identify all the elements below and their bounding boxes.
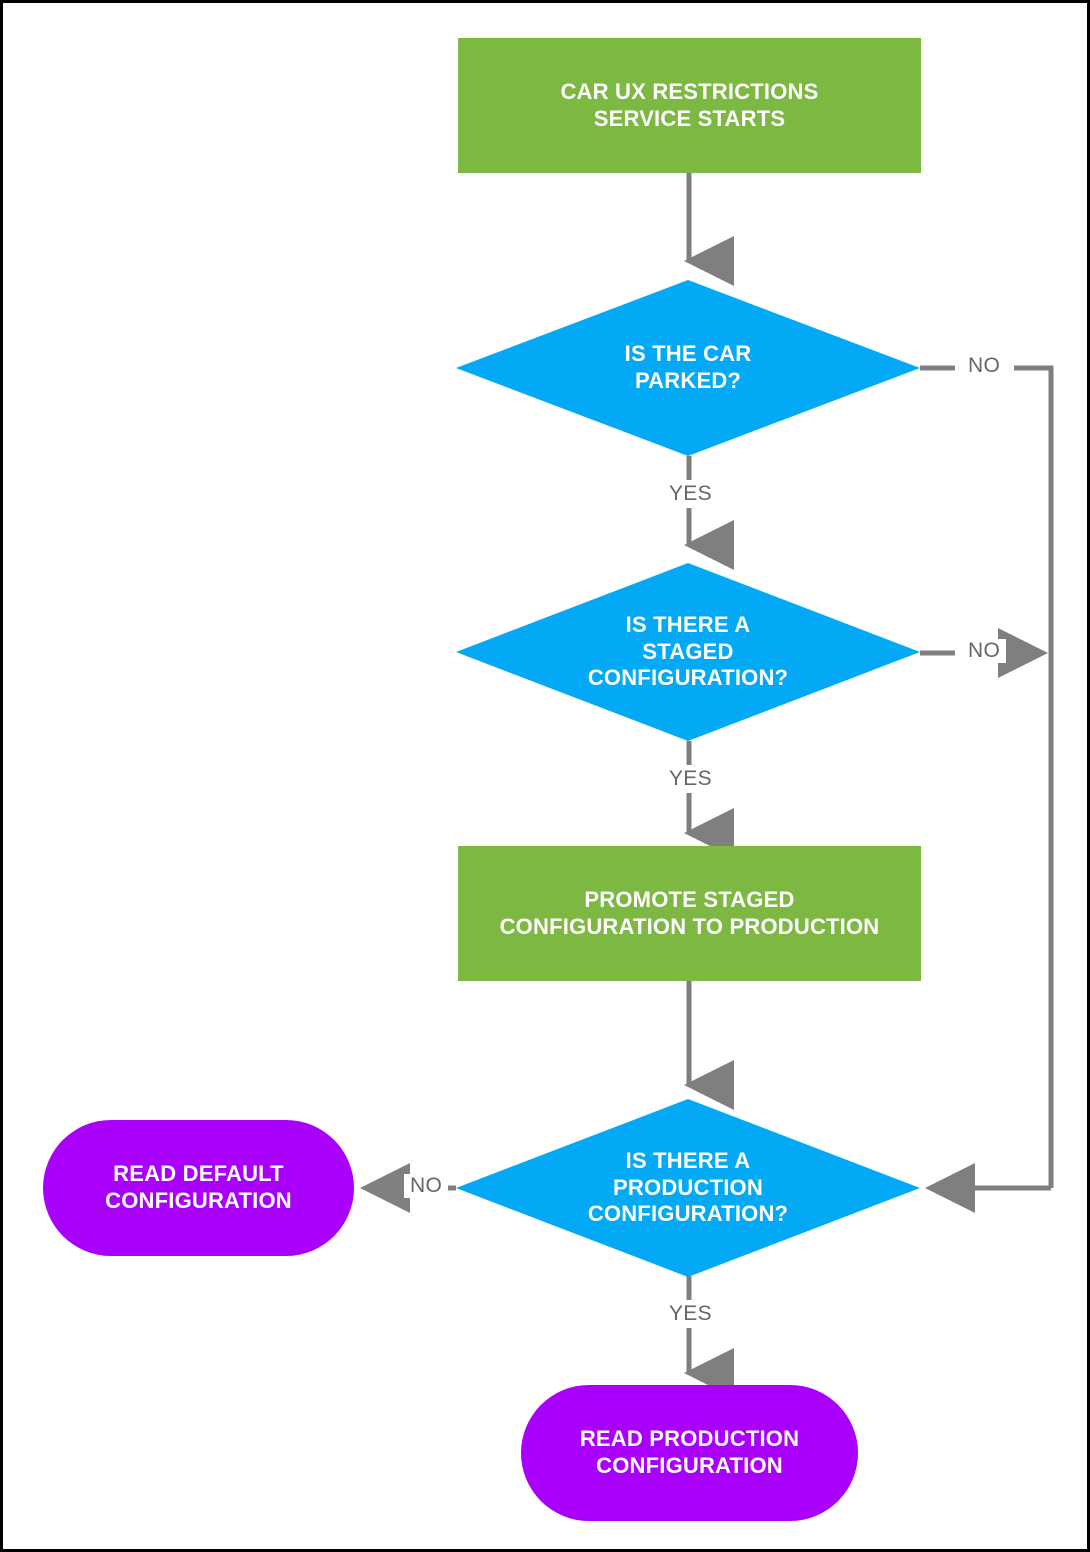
node-label: READ DEFAULT CONFIGURATION bbox=[105, 1161, 292, 1213]
node-promote-staged-configuration-to-production[interactable]: PROMOTE STAGED CONFIGURATION TO PRODUCTI… bbox=[458, 846, 921, 981]
node-label: IS THERE A STAGED CONFIGURATION? bbox=[587, 611, 789, 691]
node-label: IS THE CAR PARKED? bbox=[624, 341, 752, 393]
node-label: IS THERE A PRODUCTION CONFIGURATION? bbox=[587, 1147, 789, 1227]
edge-label-parked-no: NO bbox=[962, 354, 1007, 378]
node-is-there-a-staged-configuration[interactable]: IS THERE A STAGED CONFIGURATION? bbox=[456, 563, 920, 741]
edge-label-production-yes: YES bbox=[663, 1302, 718, 1326]
edge-label-staged-yes: YES bbox=[663, 767, 718, 791]
node-label: CAR UX RESTRICTIONS SERVICE STARTS bbox=[560, 78, 819, 131]
edge-label-production-no: NO bbox=[404, 1174, 449, 1198]
node-read-production-configuration[interactable]: READ PRODUCTION CONFIGURATION bbox=[521, 1385, 858, 1521]
edge-label-parked-yes: YES bbox=[663, 482, 718, 506]
edge-label-staged-no: NO bbox=[962, 639, 1007, 663]
node-car-ux-restrictions-service-starts[interactable]: CAR UX RESTRICTIONS SERVICE STARTS bbox=[458, 38, 921, 173]
node-is-the-car-parked[interactable]: IS THE CAR PARKED? bbox=[456, 280, 920, 456]
edge-parked-no-bus bbox=[1014, 365, 1054, 1188]
node-read-default-configuration[interactable]: READ DEFAULT CONFIGURATION bbox=[43, 1120, 354, 1256]
node-label: PROMOTE STAGED CONFIGURATION TO PRODUCTI… bbox=[499, 886, 880, 939]
node-is-there-a-production-configuration[interactable]: IS THERE A PRODUCTION CONFIGURATION? bbox=[456, 1099, 920, 1277]
flowchart-connectors bbox=[360, 173, 1054, 1398]
node-label: READ PRODUCTION CONFIGURATION bbox=[579, 1426, 800, 1478]
